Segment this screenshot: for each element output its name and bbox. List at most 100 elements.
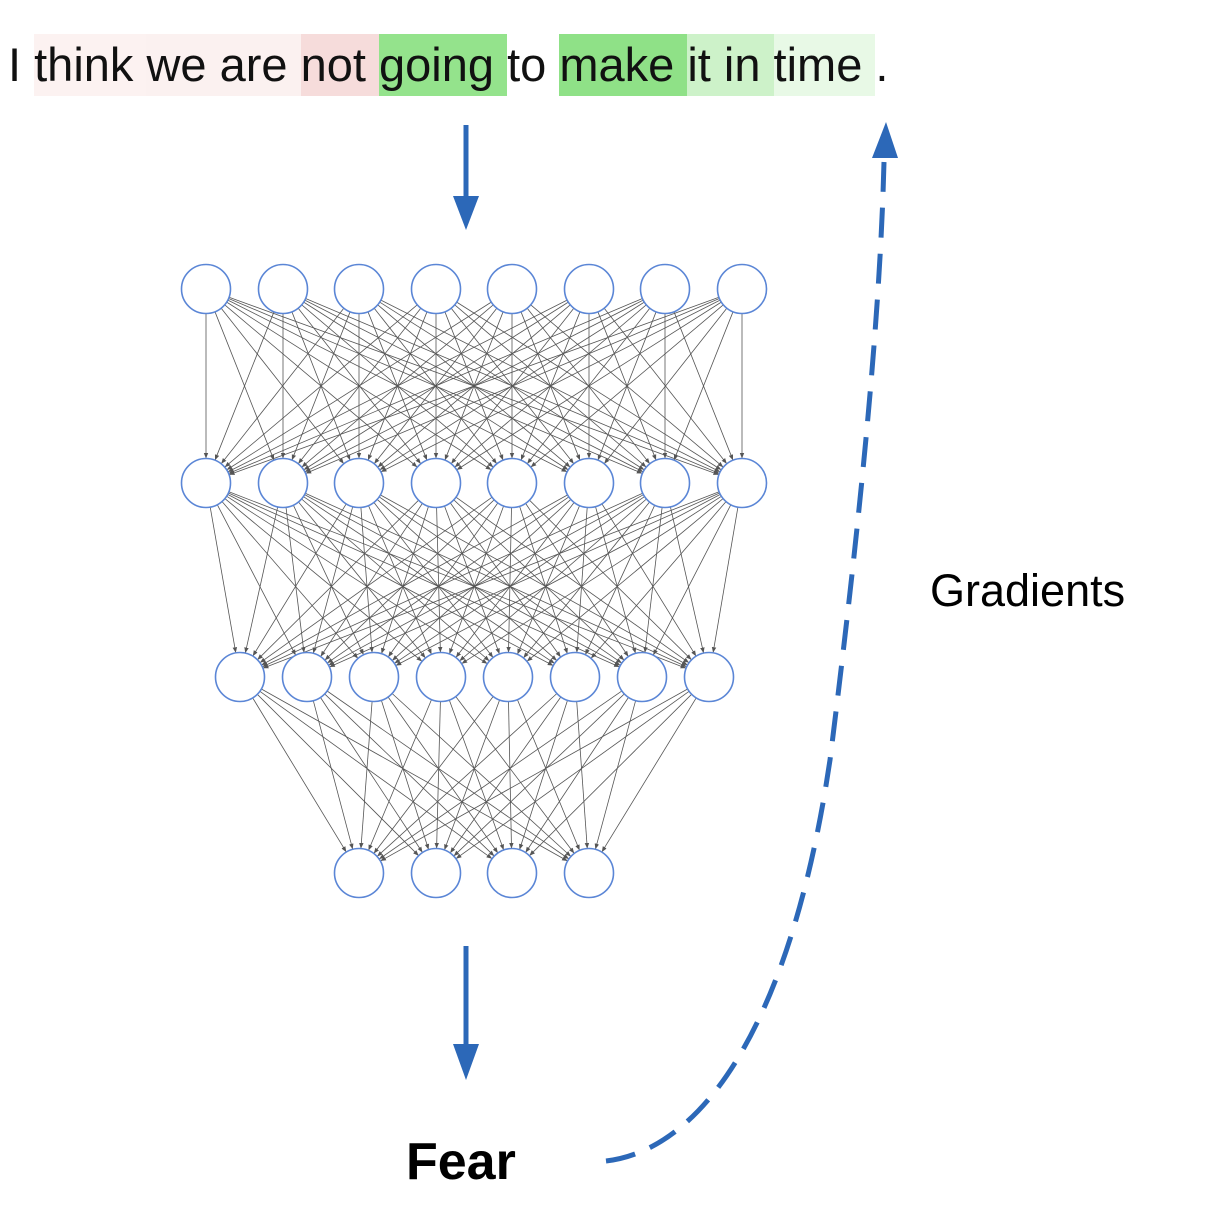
network-edge <box>214 311 275 461</box>
network-edge <box>373 502 494 658</box>
network-edge <box>530 304 724 468</box>
network-nodes <box>180 263 768 899</box>
network-edge <box>220 307 345 465</box>
output-arrow <box>453 946 479 1080</box>
sentence-token: I <box>8 34 35 96</box>
network-edge <box>320 697 423 853</box>
network-edge <box>224 304 418 468</box>
network-edge <box>449 696 562 854</box>
network-edge <box>603 307 728 465</box>
network-edge <box>387 696 499 854</box>
network-edge <box>436 507 443 653</box>
sentence-token: think <box>34 34 147 96</box>
network-node <box>549 651 601 703</box>
network-edge <box>519 700 568 850</box>
network-edge <box>584 505 656 655</box>
network-edge <box>381 700 430 850</box>
network-edge <box>455 690 690 860</box>
network-edge <box>224 498 423 662</box>
network-edge <box>381 506 429 654</box>
network-edge <box>526 498 724 662</box>
network-edge <box>329 492 720 668</box>
network-edge <box>326 496 570 664</box>
network-edge <box>590 501 727 659</box>
network-edge <box>652 504 732 656</box>
network-edge <box>444 505 500 655</box>
network-edge <box>380 688 688 862</box>
sentence-token: . <box>875 34 889 96</box>
network-node <box>486 847 538 899</box>
network-node <box>639 263 691 315</box>
input-arrow-head <box>453 196 479 230</box>
network-node <box>281 651 333 703</box>
network-node <box>486 263 538 315</box>
network-edge <box>368 699 432 851</box>
network-edge <box>378 496 623 664</box>
network-edge <box>461 495 722 665</box>
network-edge <box>601 697 697 853</box>
network-edge <box>226 301 492 471</box>
network-edge <box>216 504 297 656</box>
network-edge <box>506 507 512 653</box>
input-sentence: I think we are not going to make it in t… <box>8 34 889 96</box>
gradient-arrow-head <box>872 122 898 158</box>
network-edge <box>394 496 645 664</box>
sentence-token: going <box>379 34 508 96</box>
network-edge <box>368 505 432 655</box>
network-edge <box>252 697 347 853</box>
network-node <box>333 263 385 315</box>
network-node <box>616 651 668 703</box>
network-edge <box>711 507 739 653</box>
network-edge <box>221 501 359 659</box>
network-edge <box>261 688 568 862</box>
network-node <box>716 457 768 509</box>
network-node <box>214 651 266 703</box>
output-class-label: Fear <box>406 1133 516 1191</box>
sentence-token: not <box>300 34 380 96</box>
network-edge <box>324 693 495 857</box>
input-arrow <box>453 125 479 230</box>
network-node <box>410 847 462 899</box>
network-node <box>410 263 462 315</box>
gradient-arrow-path <box>605 161 887 1164</box>
network-node <box>348 651 400 703</box>
network-edge <box>312 506 354 654</box>
network-edge <box>259 690 493 860</box>
network-edge <box>594 700 636 850</box>
network-edge <box>303 496 555 664</box>
network-edge <box>455 496 690 664</box>
network-edge <box>261 494 568 666</box>
network-node <box>716 263 768 315</box>
network-node <box>257 457 309 509</box>
network-node <box>333 847 385 899</box>
network-edge <box>574 507 588 653</box>
network-node <box>415 651 467 703</box>
network-edge <box>519 506 568 654</box>
network-edge <box>259 496 493 664</box>
network-edge <box>378 690 623 860</box>
network-edge <box>453 499 625 661</box>
sentence-token: it in <box>687 34 774 96</box>
network-edge <box>380 494 688 666</box>
network-edge <box>601 503 697 657</box>
network-edge <box>228 491 687 669</box>
network-edge <box>227 299 568 473</box>
network-edge <box>449 505 504 655</box>
network-node <box>180 263 232 315</box>
network-edge <box>373 696 494 854</box>
network-edge <box>395 494 721 666</box>
network-edge <box>244 506 279 654</box>
sentence-token: make <box>559 34 688 96</box>
network-node <box>639 457 691 509</box>
network-edge <box>262 492 643 668</box>
network-edge <box>508 701 514 849</box>
network-edge <box>449 502 562 658</box>
network-edge <box>391 693 572 857</box>
network-edge <box>257 499 419 661</box>
network-edge <box>226 495 488 665</box>
network-edge <box>360 507 374 653</box>
network-edge <box>227 494 554 666</box>
network-edge <box>643 507 663 653</box>
network-edge <box>293 505 364 655</box>
